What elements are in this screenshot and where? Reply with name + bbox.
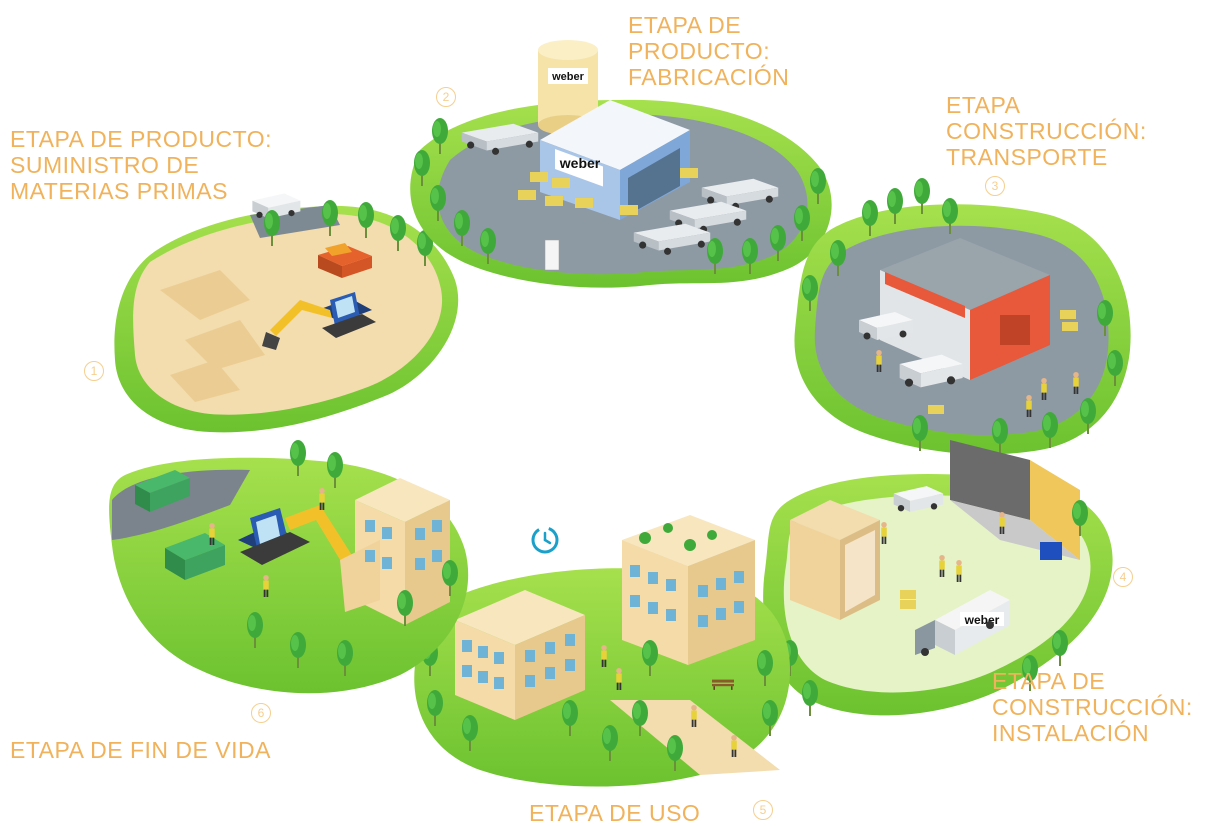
machine bbox=[1040, 542, 1062, 560]
truck-weber-logo: weber bbox=[964, 613, 1000, 627]
stage-5-title: ETAPA DE USO bbox=[529, 800, 701, 826]
stage-3-title: ETAPA CONSTRUCCIÓN: TRANSPORTE bbox=[946, 92, 1147, 170]
pallets bbox=[518, 168, 698, 215]
clock-cycle-icon bbox=[531, 526, 559, 554]
island-installation: weber bbox=[763, 440, 1113, 716]
stage-2-number: 2 bbox=[436, 87, 456, 107]
sign-board bbox=[544, 239, 560, 271]
excavator-quarry bbox=[262, 292, 376, 350]
walkway bbox=[610, 700, 780, 775]
island-manufacturing: weber weber bbox=[410, 40, 832, 288]
apartment-right bbox=[622, 515, 755, 665]
silo: weber bbox=[538, 40, 598, 135]
room-cutaway-2 bbox=[950, 440, 1080, 560]
stage-1-number: 1 bbox=[84, 361, 104, 381]
stage-4-number: 4 bbox=[1113, 567, 1133, 587]
stage-2-title: ETAPA DE PRODUCTO: FABRICACIÓN bbox=[628, 12, 790, 90]
stage-4-title: ETAPA DE CONSTRUCCIÓN: INSTALACIÓN bbox=[992, 668, 1193, 746]
apartment-left bbox=[455, 590, 585, 720]
excavator-demolition bbox=[238, 505, 355, 568]
weber-truck-install: weber bbox=[915, 590, 1010, 656]
island-use bbox=[414, 515, 790, 787]
island-raw-materials bbox=[114, 193, 459, 433]
ruined-building bbox=[340, 478, 450, 625]
warehouse bbox=[880, 238, 1050, 380]
island-end-of-life bbox=[109, 440, 469, 694]
silo-weber-logo: weber bbox=[551, 71, 585, 83]
factory-building: weber bbox=[540, 100, 690, 220]
dump-truck bbox=[318, 243, 372, 278]
room-cutaway bbox=[790, 500, 880, 620]
stage-5-number: 5 bbox=[753, 800, 773, 820]
stage-6-number: 6 bbox=[251, 703, 271, 723]
island-transport bbox=[794, 178, 1131, 455]
stage-1-title: ETAPA DE PRODUCTO: SUMINISTRO DE MATERIA… bbox=[10, 126, 273, 204]
stage-3-number: 3 bbox=[985, 176, 1005, 196]
factory-weber-logo: weber bbox=[559, 155, 601, 171]
stage-6-title: ETAPA DE FIN DE VIDA bbox=[10, 737, 271, 763]
